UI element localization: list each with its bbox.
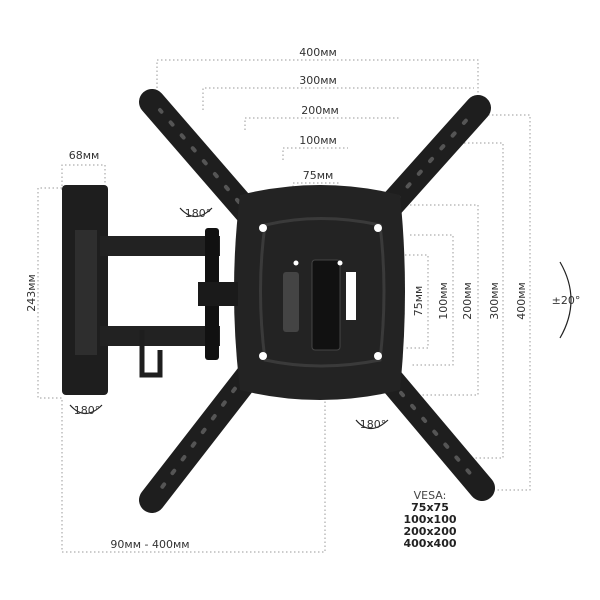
dim-height-400: 400мм [515,282,528,320]
dim-height-100: 100мм [437,282,450,320]
dim-height-200: 200мм [461,282,474,320]
rotation-arrows [69,207,572,430]
rotation-wall: 180° [74,404,101,417]
vesa-size: 200x200 [403,525,457,538]
rotation-arm: 180° [185,207,212,220]
vesa-size: 100x100 [403,513,457,526]
dim-width-400: 400мм [299,46,337,59]
vesa-title: VESA: [413,489,447,502]
dim-width-75: 75мм [303,169,334,182]
dim-extension: 90мм - 400мм [110,538,189,551]
dim-height-300: 300мм [488,282,501,320]
rotation-tilt: ±20° [552,294,581,307]
dim-bracket-width: 68мм [69,149,100,162]
vesa-list: VESA: 75x75 100x100 200x200 400x400 [380,490,480,550]
vesa-size: 400x400 [403,537,457,550]
dim-width-100: 100мм [299,134,337,147]
rotation-plate: 180° [360,418,387,431]
lower-arm [100,326,220,346]
vesa-size: 75x75 [411,501,449,514]
upper-arm [100,236,220,256]
dim-bracket-height: 243мм [25,274,38,312]
dimension-lines [37,59,531,553]
dim-height-75: 75мм [412,286,425,317]
dim-width-300: 300мм [299,74,337,87]
dim-width-200: 200мм [301,104,339,117]
